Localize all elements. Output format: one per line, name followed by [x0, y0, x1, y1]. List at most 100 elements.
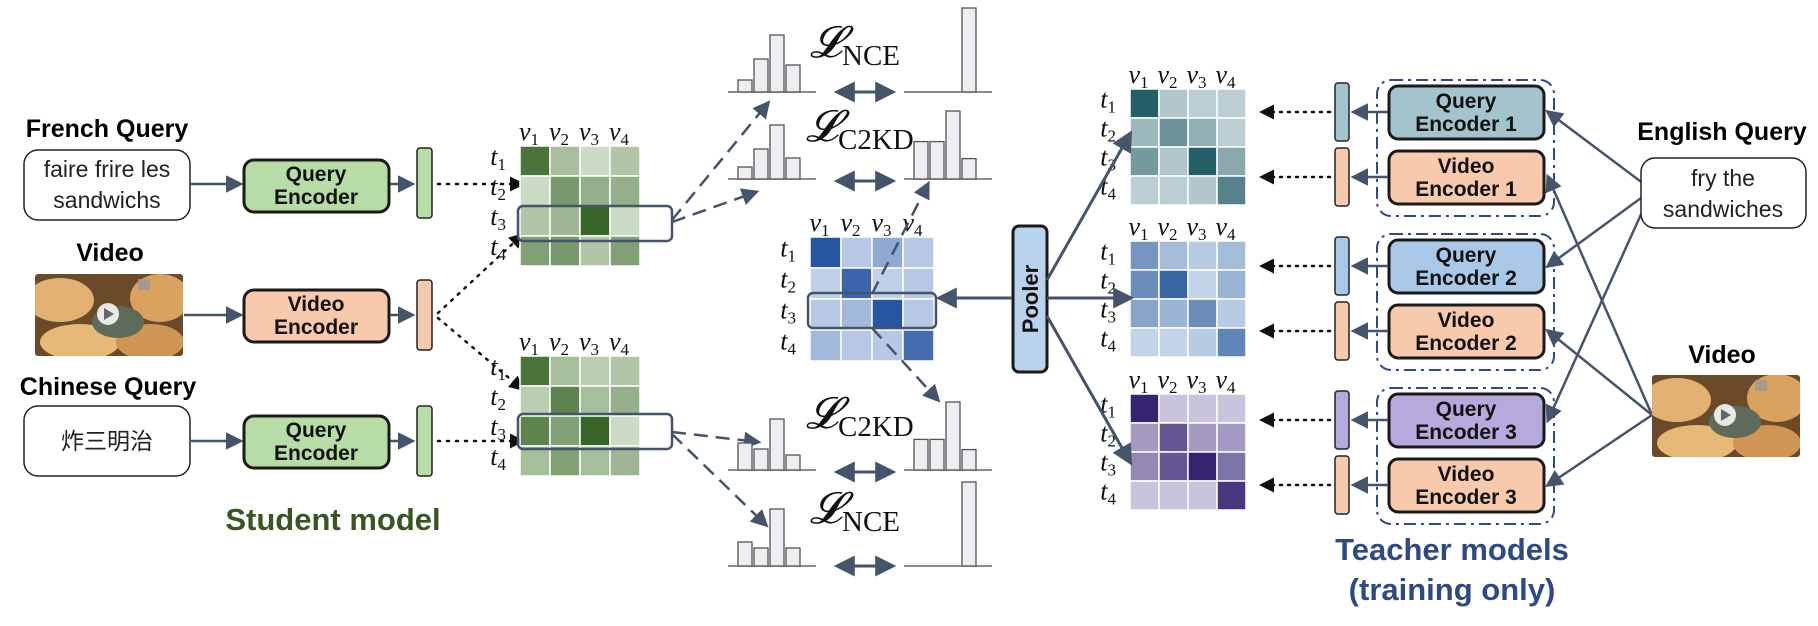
teacher1-matrix-cell [1129, 146, 1160, 177]
student-bottom-matrix-cell [519, 415, 551, 447]
student-top-matrix-cell [579, 175, 611, 207]
svg-text:Query: Query [1436, 244, 1497, 267]
hist-nce-top-right-bar [961, 7, 977, 93]
svg-text:Encoder 3: Encoder 3 [1415, 486, 1517, 509]
pooler-block: Pooler [1011, 224, 1049, 374]
hist-nce-top-right [904, 7, 992, 93]
student-top-matrix-cell [519, 145, 551, 177]
teacher3-matrix-cell [1158, 480, 1189, 511]
student-bottom-matrix-cell [549, 385, 581, 417]
hist-nce-top-left-bar [737, 79, 753, 93]
svg-text:Video: Video [1438, 155, 1495, 178]
hist-c2kd-bottom-right [904, 401, 992, 471]
row-label: t1 [780, 234, 796, 266]
hist-nce-top-left-bar [753, 58, 769, 93]
video-title-left: Video [76, 239, 144, 267]
col-label: v2 [1157, 212, 1177, 244]
teacher3-matrix-cell [1158, 451, 1189, 482]
col-label: v2 [840, 208, 860, 240]
student-top-matrix-cell [579, 145, 611, 177]
arrow-english-query-to-encoder [1545, 109, 1653, 191]
teacher1-matrix-cell [1216, 88, 1247, 119]
teacher-query-embedding [1334, 390, 1350, 450]
english-query-text-line1: fry the [1691, 165, 1755, 191]
video-embedding [416, 279, 433, 351]
pooled-matrix-cell [840, 236, 873, 269]
hist-nce-bottom-left-bar [737, 541, 753, 567]
col-label: v4 [1215, 60, 1236, 92]
student-top-matrix-cell [519, 205, 551, 237]
student-bottom-matrix-cell [579, 445, 611, 477]
teacher1-matrix-cell [1187, 88, 1218, 119]
student-top-matrix-cell [549, 175, 581, 207]
pooled-matrix-cell [902, 298, 935, 331]
hist-c2kd-top-left-bar [753, 148, 769, 180]
col-label: v1 [1128, 60, 1148, 92]
col-label: v1 [519, 327, 539, 359]
row-label: t1 [1100, 85, 1116, 117]
pooled-matrix-cell [902, 329, 935, 362]
teacher3-matrix-cell [1187, 422, 1218, 453]
hist-c2kd-bottom-right-bar [945, 401, 961, 471]
col-label: v4 [1215, 365, 1236, 397]
teacher-video-embedding [1334, 301, 1350, 361]
arrow-teacher1-to-pooler [1045, 130, 1133, 281]
teacher1-matrix-cell [1158, 175, 1189, 206]
teacher1-matrix-cell [1216, 175, 1247, 206]
hist-nce-bottom-right-bar [961, 481, 977, 567]
hist-c2kd-top-left-bar [769, 124, 785, 180]
pooled-matrix-cell [902, 267, 935, 300]
pooled-matrix-cell [840, 267, 873, 300]
pooled-matrix-cell [902, 236, 935, 269]
col-label: v2 [1157, 60, 1177, 92]
student-top-matrix-cell [609, 145, 641, 177]
student-query-encoder-top: Query Encoder [242, 158, 391, 214]
hist-nce-bottom-left-bar [753, 547, 769, 567]
teacher3-matrix-cell [1129, 480, 1160, 511]
video-thumbnail-right [1652, 375, 1800, 457]
student-bottom-matrix-cell [519, 355, 551, 387]
teacher1-matrix-cell [1158, 88, 1189, 119]
pooled-matrix-cell [809, 329, 842, 362]
dotted-arrow-video-bottom [436, 316, 525, 391]
teacher2-matrix-cell [1129, 327, 1160, 358]
teacher1-matrix-cell [1187, 146, 1218, 177]
teacher3-matrix-cell [1216, 451, 1247, 482]
row-label: t4 [1100, 324, 1116, 356]
dashed-arrow-pooled-to-c2kd-bottom [871, 327, 941, 403]
student-bottom-matrix-cell [519, 385, 551, 417]
hist-c2kd-top-right-bar [961, 157, 977, 180]
teacher-models-label-line1: Teacher models [1335, 532, 1569, 567]
col-label: v3 [1186, 365, 1206, 397]
col-label: v4 [609, 117, 630, 149]
english-query-text-line2: sandwiches [1663, 196, 1783, 222]
svg-text:Pooler: Pooler [1018, 264, 1043, 333]
teacher3-matrix-cell [1216, 422, 1247, 453]
row-label: t3 [1100, 448, 1116, 480]
teacher2-matrix-cell [1129, 269, 1160, 300]
col-label: v4 [1215, 212, 1236, 244]
teacher-query-embedding [1334, 82, 1350, 142]
loss-nce-bottom: 𝓛NCE [810, 484, 900, 538]
dashed-arrow-to-c2kd-top [671, 188, 760, 224]
svg-text:Encoder 2: Encoder 2 [1415, 267, 1517, 290]
teacher1-matrix-cell [1187, 175, 1218, 206]
row-label: t2 [1100, 266, 1116, 298]
french-query-title: French Query [26, 115, 189, 143]
student-bottom-matrix-cell [549, 355, 581, 387]
svg-text:Encoder: Encoder [274, 186, 358, 209]
row-label: t4 [1100, 477, 1116, 509]
row-label: t1 [490, 142, 506, 174]
student-top-matrix-cell [609, 205, 641, 237]
